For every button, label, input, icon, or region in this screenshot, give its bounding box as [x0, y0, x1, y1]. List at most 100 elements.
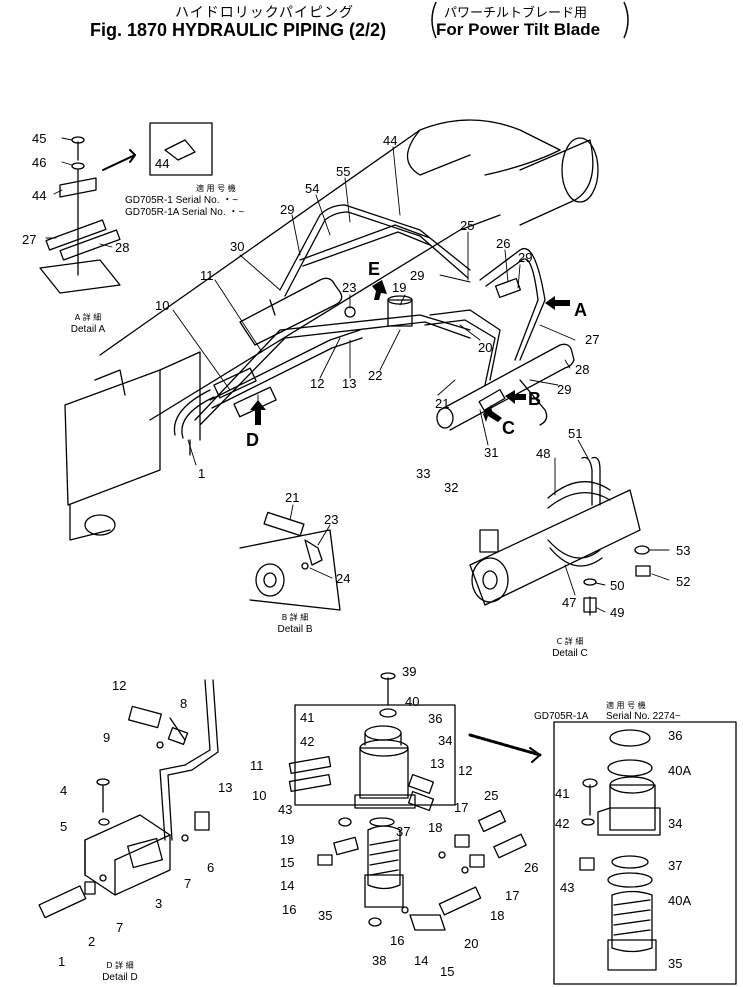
callout-19: 19	[392, 280, 406, 295]
callout-48: 48	[536, 446, 550, 461]
callout-20: 20	[478, 340, 492, 355]
callout-42-box: 42	[555, 816, 569, 831]
callout-42: 42	[300, 734, 314, 749]
callout-35: 35	[318, 908, 332, 923]
callout-36-box: 36	[668, 728, 682, 743]
callout-21-detail-b: 21	[285, 490, 299, 505]
callout-6: 6	[207, 860, 214, 875]
title-subtitle: パワーチルトブレード用 For Power Tilt Blade	[430, 0, 630, 40]
callout-18-upper: 18	[428, 820, 442, 835]
callout-27-detail-a: 27	[22, 232, 36, 247]
detail-c-label-jp: C 詳 細	[556, 637, 584, 646]
callout-34: 34	[438, 733, 452, 748]
callout-12: 12	[310, 376, 324, 391]
leader-lines	[45, 137, 670, 613]
view-arrow-a: A	[574, 300, 587, 320]
callout-29-left: 29	[280, 202, 294, 217]
detail-b-label-en: Detail B	[277, 624, 313, 635]
callout-28: 28	[575, 362, 589, 377]
callout-26-detail-e: 26	[524, 860, 538, 875]
callout-11: 11	[200, 268, 214, 283]
callout-13-detail-d: 13	[218, 780, 232, 795]
detail-c-label: C 詳 細 Detail C	[540, 636, 600, 660]
callout-18-lower: 18	[490, 908, 504, 923]
serial-note-line1: GD705R-1 Serial No. ・~	[125, 195, 239, 206]
callout-23: 23	[342, 280, 356, 295]
callout-16-left: 16	[282, 902, 296, 917]
callout-20-detail-e: 20	[464, 936, 478, 951]
callout-1: 1	[198, 466, 205, 481]
callout-13: 13	[342, 376, 356, 391]
detail-box-drawing	[553, 721, 737, 985]
detail-c-drawing	[469, 456, 651, 616]
callout-44-inset: 44	[155, 156, 169, 171]
callout-52: 52	[676, 574, 690, 589]
view-arrow-d: D	[246, 430, 259, 450]
callout-12-detail-d: 12	[112, 678, 126, 693]
callout-40a-upper: 40A	[668, 763, 691, 778]
callout-2: 2	[88, 934, 95, 949]
callout-53: 53	[676, 543, 690, 558]
callout-44-main: 44	[383, 133, 397, 148]
callout-8: 8	[180, 696, 187, 711]
detail-a-drawing	[39, 122, 213, 294]
detail-d-label: D 詳 細 Detail D	[90, 960, 150, 984]
serial-note-jp: 適 用 号 機	[196, 184, 236, 193]
callout-23-detail-b: 23	[324, 512, 338, 527]
callout-17-lower: 17	[505, 888, 519, 903]
callout-45: 45	[32, 131, 46, 146]
callout-3: 3	[155, 896, 162, 911]
callout-35-box: 35	[668, 956, 682, 971]
callout-29-right: 29	[557, 382, 571, 397]
detail-box-serial-jp: 適 用 号 機	[606, 701, 646, 710]
subtitle-japanese: パワーチルトブレード用	[444, 6, 588, 21]
callout-11-detail-e: 11	[250, 758, 264, 773]
callout-29-center: 29	[410, 268, 424, 283]
callout-46: 46	[32, 155, 46, 170]
callout-30: 30	[230, 239, 244, 254]
callout-28-detail-a: 28	[115, 240, 129, 255]
callout-19-detail-e: 19	[280, 832, 294, 847]
detail-a-label-en: Detail A	[70, 324, 106, 335]
callout-27: 27	[585, 332, 599, 347]
view-arrows-drawing	[250, 280, 570, 425]
callout-22: 22	[368, 368, 382, 383]
callout-16-right: 16	[390, 933, 404, 948]
callout-40a-lower: 40A	[668, 893, 691, 908]
callout-29-upper: 29	[518, 250, 532, 265]
callout-31: 31	[484, 445, 498, 460]
callout-4: 4	[60, 783, 67, 798]
callout-41-box: 41	[555, 786, 569, 801]
detail-d-label-jp: D 詳 細	[106, 961, 134, 970]
page-title: Fig. 1870 HYDRAULIC PIPING (2/2)	[90, 20, 387, 40]
detail-a-label: A 詳 細 Detail A	[58, 312, 118, 336]
callout-12-detail-e: 12	[458, 763, 472, 778]
callout-25: 25	[460, 218, 474, 233]
callout-47: 47	[562, 595, 576, 610]
callout-49: 49	[610, 605, 624, 620]
view-arrow-b: B	[528, 389, 541, 409]
subtitle-parentheses	[431, 1, 629, 39]
callout-33: 33	[416, 466, 430, 481]
callout-38: 38	[372, 953, 386, 968]
view-arrow-e: E	[368, 259, 380, 279]
callout-7-left: 7	[116, 920, 123, 935]
callout-7-right: 7	[184, 876, 191, 891]
callout-10: 10	[155, 298, 169, 313]
callout-21: 21	[435, 396, 449, 411]
callout-24: 24	[336, 571, 350, 586]
callout-37-box: 37	[668, 858, 682, 873]
callout-34-box: 34	[668, 816, 682, 831]
callout-37: 37	[396, 824, 410, 839]
detail-e-drawing	[288, 672, 542, 931]
callout-25-detail-e: 25	[484, 788, 498, 803]
detail-d-drawing	[38, 679, 219, 919]
serial-note-line2: GD705R-1A Serial No. ・~	[125, 207, 245, 218]
detail-b-drawing	[239, 511, 341, 611]
callout-39: 39	[402, 664, 416, 679]
callout-15-right: 15	[440, 964, 454, 979]
detail-c-label-en: Detail C	[552, 648, 588, 659]
detail-box-model: GD705R-1A	[534, 711, 589, 722]
